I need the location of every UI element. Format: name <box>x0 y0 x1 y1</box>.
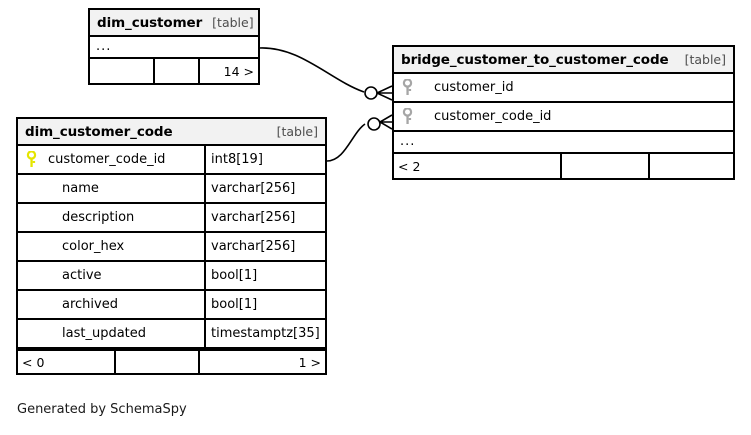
column-type: timestamptz[35] <box>211 326 320 341</box>
table-row: last_updated timestamptz[35] <box>18 320 325 349</box>
column-name: active <box>44 262 206 289</box>
column-name: customer_id <box>434 80 514 95</box>
table-title: bridge_customer_to_customer_code <box>401 51 669 68</box>
table-row: customer_id <box>394 74 733 103</box>
table-title: dim_customer <box>97 14 203 31</box>
table-footer: 14 > <box>90 59 258 83</box>
table-header: bridge_customer_to_customer_code [table] <box>394 47 733 74</box>
column-type: int8[19] <box>211 152 263 167</box>
column-name: name <box>44 175 206 202</box>
footer-cell-parents: < 0 <box>18 351 116 373</box>
no-key-spacer <box>18 320 44 347</box>
table-row: description varchar[256] <box>18 204 325 233</box>
table-row: active bool[1] <box>18 262 325 291</box>
table-row: customer_code_id <box>394 103 733 132</box>
relationship-dim-customer-code-to-bridge <box>326 114 393 162</box>
no-key-spacer <box>18 262 44 289</box>
table-type-label: [table] <box>684 52 726 67</box>
table-footer: < 0 1 > <box>18 349 325 373</box>
table-row: archived bool[1] <box>18 291 325 320</box>
footer-cell-middle <box>562 154 650 178</box>
column-name: customer_code_id <box>44 146 206 173</box>
column-type: varchar[256] <box>211 181 296 196</box>
column-type: bool[1] <box>211 297 258 312</box>
table-row: name varchar[256] <box>18 175 325 204</box>
table-dim-customer[interactable]: dim_customer [table] ... 14 > <box>88 8 260 85</box>
foreign-key-icon <box>394 103 420 130</box>
table-type-label: [table] <box>212 15 254 30</box>
column-name: customer_code_id <box>434 109 552 124</box>
relationship-dim-customer-to-bridge <box>258 47 393 101</box>
table-header: dim_customer_code [table] <box>18 119 325 146</box>
no-key-spacer <box>18 175 44 202</box>
no-key-spacer <box>18 291 44 318</box>
table-title: dim_customer_code <box>25 123 173 140</box>
footer-cell-parents <box>90 59 155 83</box>
column-type: varchar[256] <box>211 239 296 254</box>
table-type-label: [table] <box>276 124 318 139</box>
hidden-columns-ellipsis: ... <box>90 37 258 59</box>
no-key-spacer <box>18 233 44 260</box>
footer-cell-children: 1 > <box>298 354 321 370</box>
table-bridge-customer-to-customer-code[interactable]: bridge_customer_to_customer_code [table]… <box>392 45 735 180</box>
table-dim-customer-code[interactable]: dim_customer_code [table] customer_code_… <box>16 117 327 375</box>
table-row: customer_code_id int8[19] <box>18 146 325 175</box>
column-name: description <box>44 204 206 231</box>
footer-cell-parents: < 2 <box>394 154 562 178</box>
primary-key-icon <box>18 146 44 173</box>
footer-cell-middle <box>155 59 200 83</box>
column-name: archived <box>44 291 206 318</box>
diagram-caption: Generated by SchemaSpy <box>17 402 187 417</box>
table-footer: < 2 <box>394 154 733 178</box>
column-name: color_hex <box>44 233 206 260</box>
column-name: last_updated <box>44 320 206 347</box>
column-type: bool[1] <box>211 268 258 283</box>
footer-cell-middle <box>116 351 200 373</box>
footer-cell-children: 14 > <box>223 63 254 79</box>
hidden-columns-ellipsis: ... <box>394 132 733 154</box>
table-row: color_hex varchar[256] <box>18 233 325 262</box>
table-header: dim_customer [table] <box>90 10 258 37</box>
no-key-spacer <box>18 204 44 231</box>
column-type: varchar[256] <box>211 210 296 225</box>
foreign-key-icon <box>394 74 420 101</box>
footer-cell-children <box>650 154 733 178</box>
